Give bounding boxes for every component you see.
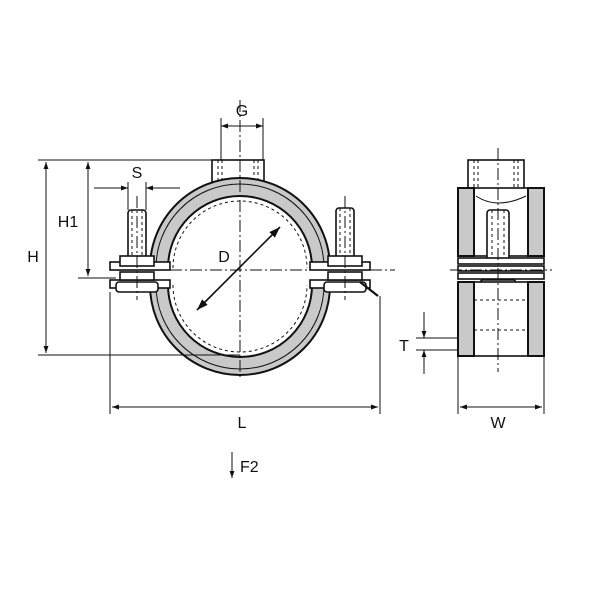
side-view: T W	[399, 148, 552, 432]
label-S: S	[132, 165, 143, 182]
dim-G: G	[220, 103, 264, 160]
label-H: H	[27, 249, 39, 266]
label-L: L	[238, 415, 247, 432]
diameter-arrow	[196, 226, 281, 311]
label-T: T	[399, 338, 409, 355]
force-F2: F2	[229, 452, 259, 478]
label-D: D	[218, 249, 230, 266]
dim-L: L	[109, 292, 381, 432]
label-H1: H1	[58, 214, 79, 231]
dim-H1: H1	[58, 159, 212, 279]
label-W: W	[490, 415, 506, 432]
dim-W: W	[457, 356, 545, 432]
dim-T: T	[399, 312, 458, 374]
front-view: D G S H1 H	[27, 100, 395, 478]
label-F2: F2	[240, 459, 259, 476]
label-G: G	[236, 103, 248, 120]
dim-H: H	[27, 159, 240, 356]
dim-S: S	[94, 165, 180, 210]
